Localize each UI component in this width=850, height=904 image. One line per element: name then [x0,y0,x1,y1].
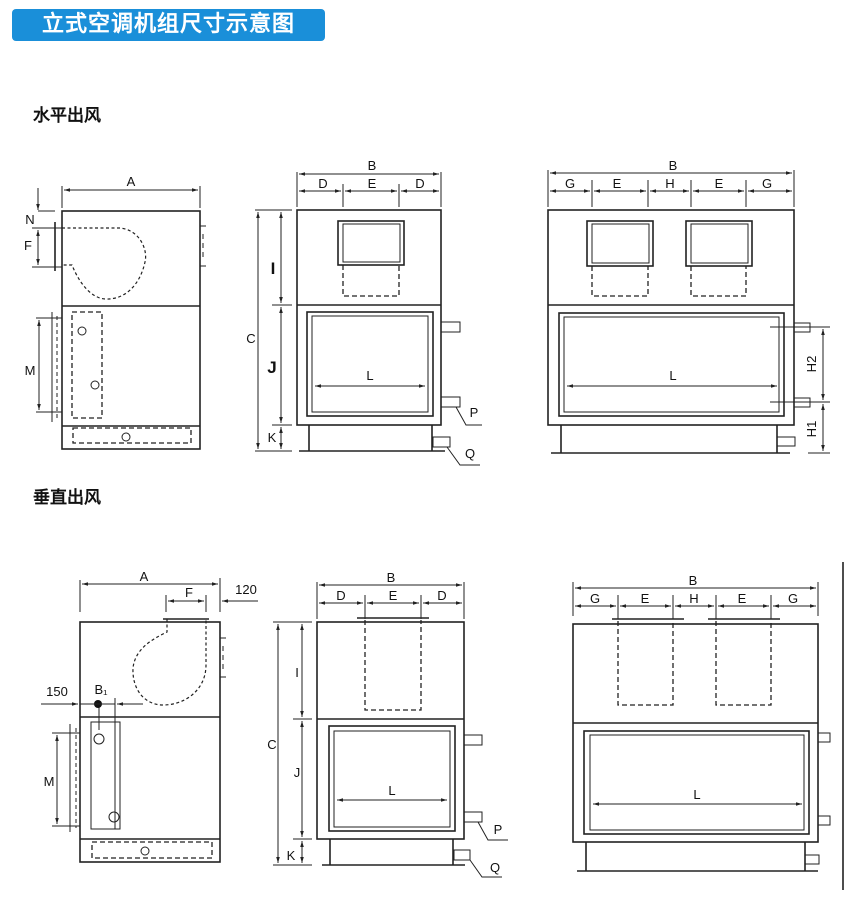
dim-label-B1: B₁ [94,682,108,697]
dim-label-E: E [613,176,622,191]
pipe-connection-circle [108,811,120,823]
drain-pan-dashed [91,841,213,859]
dim-label-H: H [665,176,674,191]
dim-label-L: L [693,787,700,802]
dim-label-H: H [689,591,698,606]
dim-label-G: G [762,176,772,191]
dim-label-H1: H1 [804,421,819,438]
outlet-frame-left [586,220,654,267]
dim-label-M: M [44,774,55,789]
filter-frame [583,730,810,835]
dim-label-Q: Q [490,860,500,875]
page-title: 立式空调机组尺寸示意图 [41,12,295,37]
cabinet-outline [316,621,465,840]
dim-label-J: J [294,765,301,780]
dim-label-K: K [268,430,277,445]
dim-label-I: I [295,665,299,680]
filter-frame [306,311,434,417]
pipe-connection-circle [93,733,105,745]
dim-label-A: A [140,569,149,584]
drain-pipe [804,854,820,865]
cabinet-outline [79,621,221,863]
side-view-vertical: A F 120 150 B₁ M [41,569,258,863]
dim-label-D: D [336,588,345,603]
drain-circle [140,846,150,856]
cabinet-outline [572,623,819,843]
outlet-frame [337,220,405,266]
dim-label-C: C [246,331,255,346]
fan-scroll-outline [132,619,207,706]
filter-frame [328,725,456,832]
drain-pan-dashed [72,427,192,444]
dim-label-E: E [368,176,377,191]
dim-label-B: B [387,570,396,585]
front-view-double-horizontal: L H2 H1 B G E H E G [547,158,830,454]
front-view-single-horizontal: L P Q B D E D C I J [246,158,482,466]
dim-label-L: L [669,368,676,383]
dim-label-J: J [267,358,276,377]
outlet-frame-right [685,220,753,267]
dim-label-L: L [366,368,373,383]
cabinet-outline [61,210,201,450]
dim-label-D: D [318,176,327,191]
dim-label-F: F [185,585,193,600]
pipe-outlet-P [463,811,483,823]
dim-label-L: L [388,783,395,798]
pipe-outlet-P [440,396,461,408]
dim-label-A: A [127,174,136,189]
dim-label-H2: H2 [804,356,819,373]
filter-frame [558,312,785,417]
dim-label-M: M [25,363,36,378]
dim-label-E: E [389,588,398,603]
dim-label-P: P [470,405,479,420]
fan-scroll-outline [62,227,147,300]
pipe-inlet [440,321,461,333]
dim-label-D: D [437,588,446,603]
dim-label-B: B [689,573,698,588]
drain-pipe-Q [432,436,451,448]
cabinet-outline [296,209,442,426]
dim-label-C: C [267,737,276,752]
dim-label-E: E [738,591,747,606]
pipe-inlet [817,732,831,743]
dim-label-E: E [641,591,650,606]
dim-label-N: N [25,212,34,227]
pipe-outlet [817,815,831,826]
dim-label-B: B [368,158,377,173]
front-view-single-vertical: L P Q B D E D C I J K [267,570,508,878]
drain-pipe [776,436,796,447]
dim-label-E: E [715,176,724,191]
section-heading-vertical: 垂直出风 [33,488,101,508]
dim-label-I: I [271,259,276,278]
dim-label-150: 150 [46,684,68,699]
coil-dashed-box [71,311,103,419]
dim-label-B: B [669,158,678,173]
pipe-connection-circle [77,326,87,336]
drain-pipe-Q [453,849,471,861]
cabinet-outline [547,209,795,426]
pipe-connection-circle [90,380,100,390]
side-view-horizontal: A N F M [24,174,206,450]
dim-label-Q: Q [465,446,475,461]
dim-label-G: G [788,591,798,606]
dim-label-120: 120 [235,582,257,597]
coil-box [90,721,121,830]
section-heading-horizontal: 水平出风 [33,106,101,126]
dim-label-P: P [494,822,503,837]
pipe-inlet [463,734,483,746]
drain-circle [121,432,131,442]
dim-label-G: G [565,176,575,191]
dim-label-G: G [590,591,600,606]
front-view-double-vertical: L B G E H E G [572,562,844,890]
dim-label-K: K [287,848,296,863]
dim-label-D: D [415,176,424,191]
dim-label-F: F [24,238,32,253]
title-banner: 立式空调机组尺寸示意图 [12,9,325,41]
